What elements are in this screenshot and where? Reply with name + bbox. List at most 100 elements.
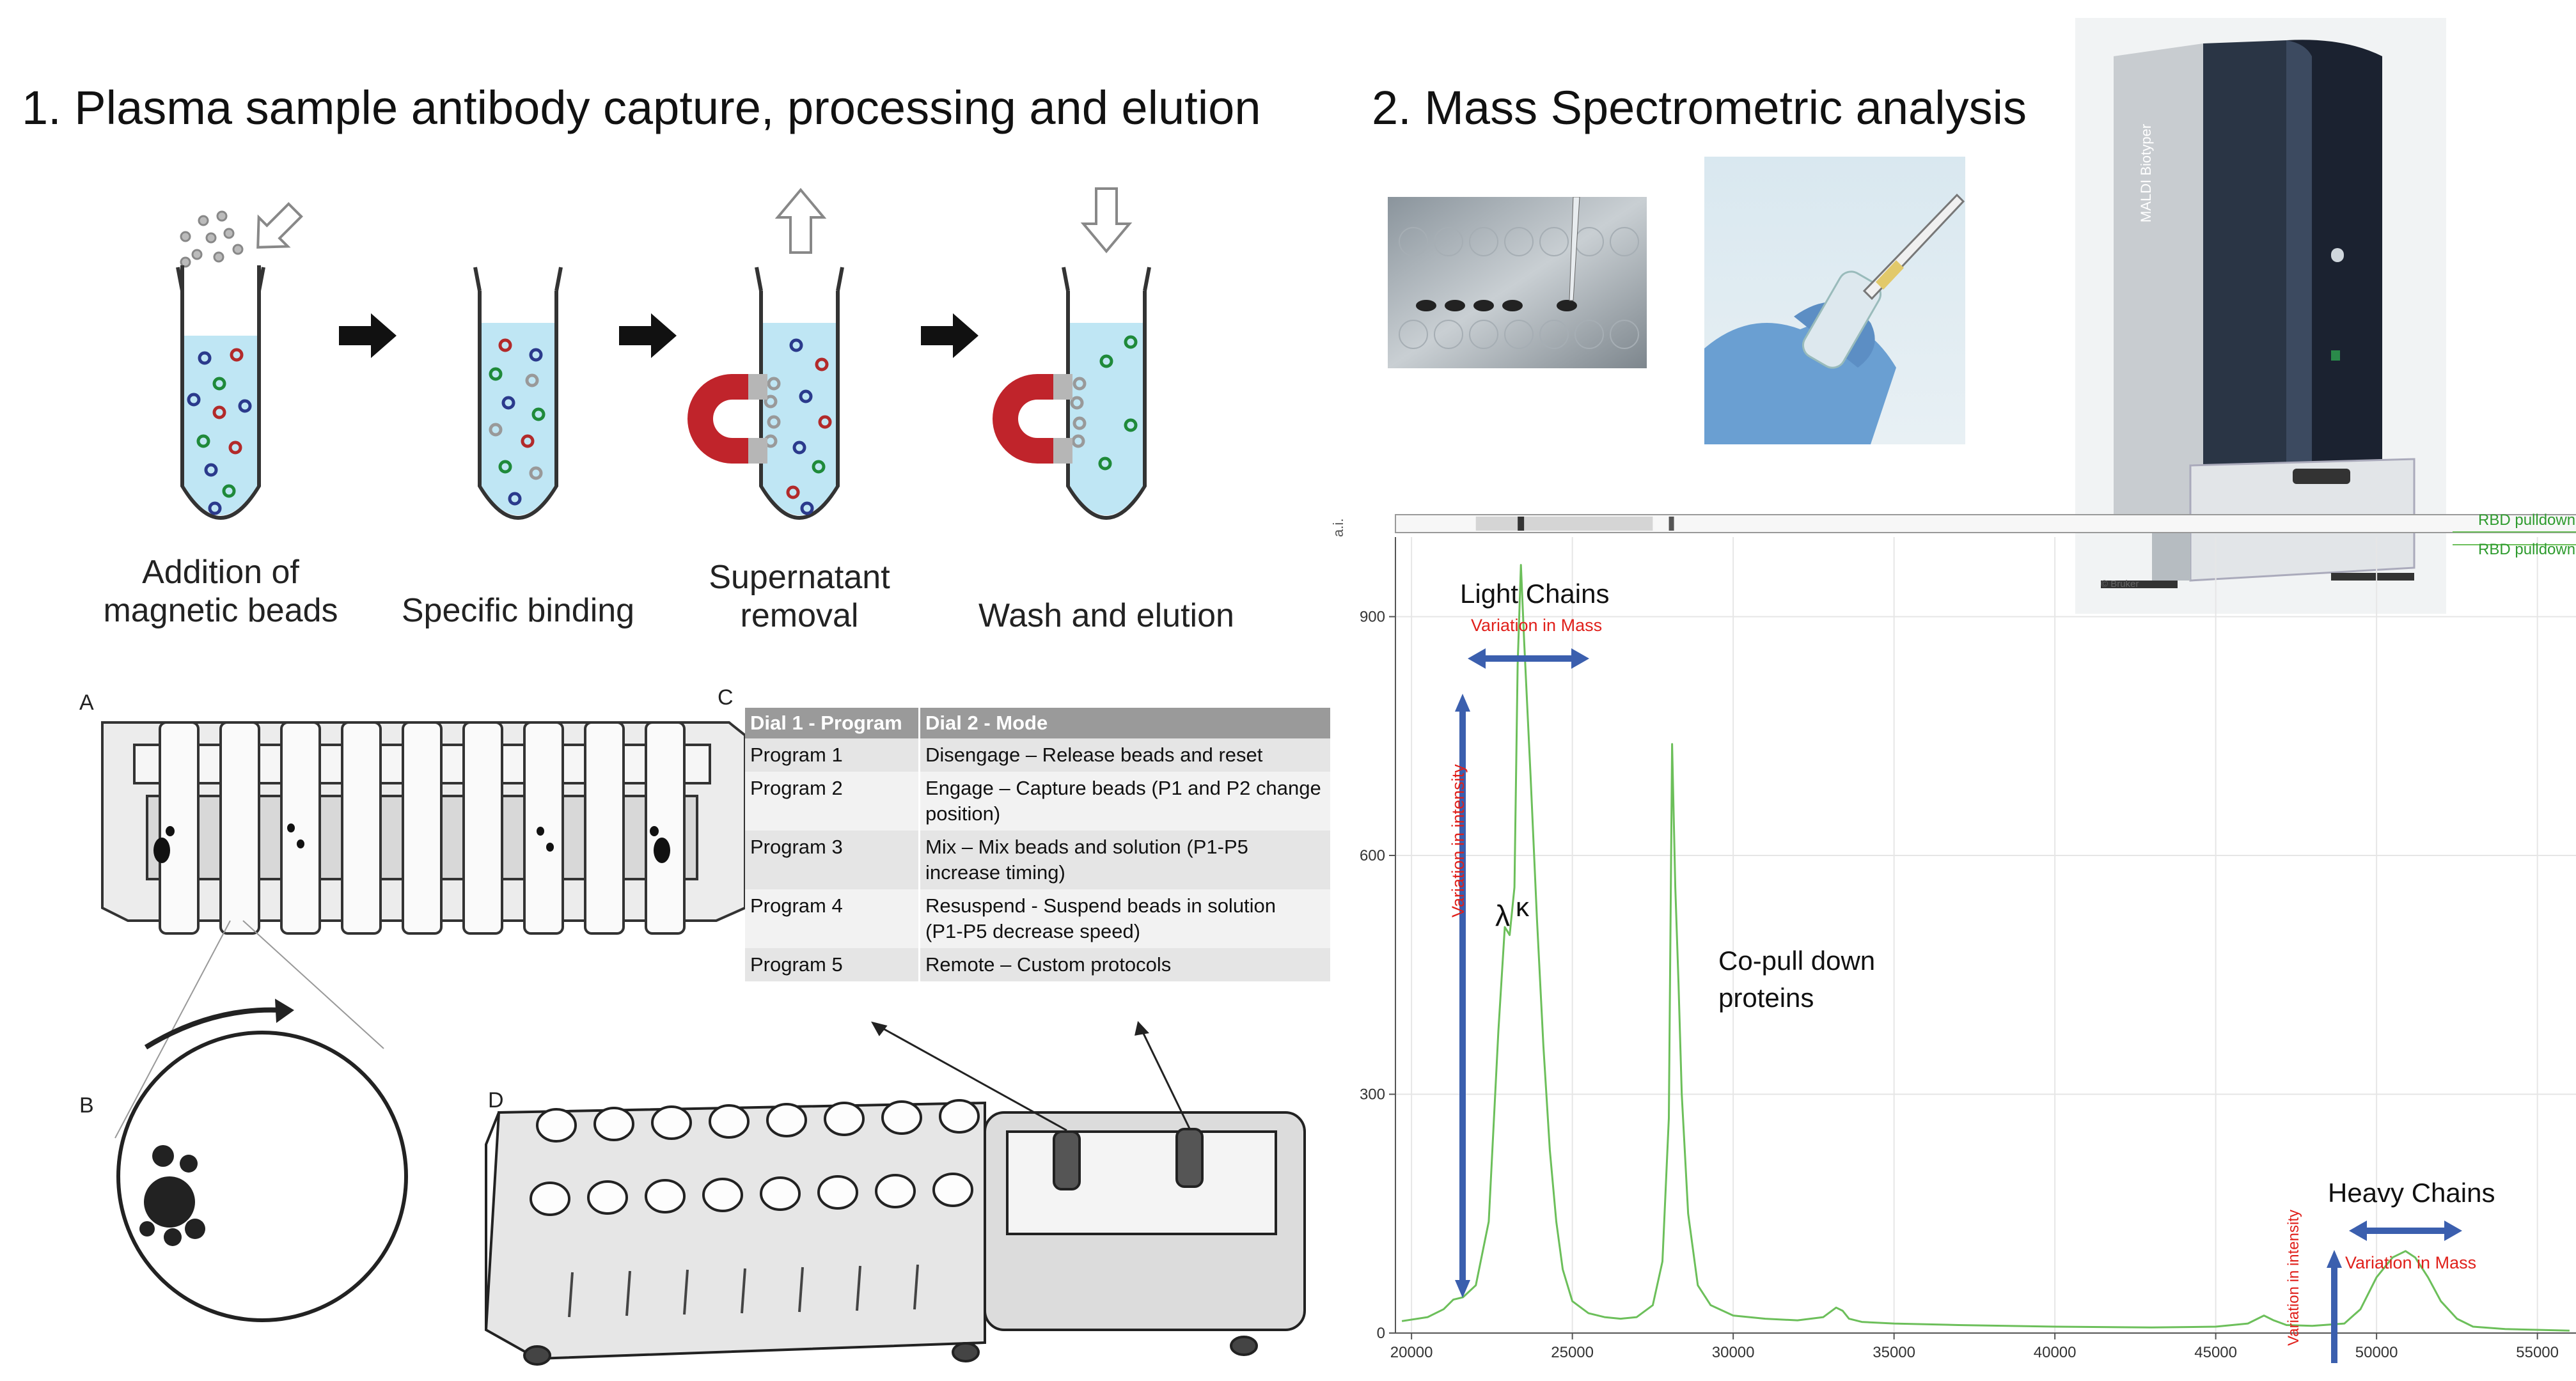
process-arrows — [339, 313, 978, 358]
y-axis-label: a.i. — [1330, 518, 1346, 537]
heavy-intensity-arrow-head — [2327, 1250, 2342, 1268]
panel-letter-d: D — [488, 1088, 504, 1112]
mode-text: Remote – Custom protocols — [925, 953, 1172, 976]
x-tick-label: 40000 — [2034, 1344, 2077, 1361]
table-header: Dial 2 - Mode — [919, 708, 1332, 738]
mode-text: position) — [925, 802, 1001, 825]
overview-bar-mark — [1518, 517, 1525, 531]
mode-cell: Resuspend - Suspend beads in solution (P1… — [919, 889, 1332, 948]
program-mode-table: Dial 1 - Program Dial 2 - Mode Program 1… — [745, 708, 1332, 981]
y-tick-label: 900 — [1360, 609, 1385, 626]
tube-1 — [176, 265, 265, 520]
step-label-line: magnetic beads — [103, 592, 338, 629]
copull-line: Co-pull down — [1718, 946, 1876, 976]
add-arrow-icon — [256, 202, 303, 249]
mode-text: Disengage – Release beads and reset — [925, 744, 1263, 766]
copull-down-label: Co-pull down proteins — [1718, 942, 1875, 1017]
tube-2 — [473, 267, 563, 520]
mode-cell: Remote – Custom protocols — [919, 948, 1332, 981]
y-tick-label: 0 — [1377, 1325, 1385, 1342]
light-intensity-arrow-head — [1455, 694, 1470, 712]
mode-text: (P1-P5 decrease speed) — [925, 920, 1141, 942]
table-row: Program 5 Remote – Custom protocols — [745, 948, 1332, 981]
program-cell: Program 5 — [745, 948, 920, 981]
step-label-line: Addition of — [142, 554, 299, 591]
step-label-addition: Addition of magnetic beads — [77, 553, 365, 630]
legend-entry: RBD pulldown — [2478, 541, 2576, 558]
mode-cell: Mix – Mix beads and solution (P1-P5 incre… — [919, 831, 1332, 889]
mode-text: Resuspend - Suspend beads in solution — [925, 894, 1276, 917]
section1-heading: 1. Plasma sample antibody capture, proce… — [22, 81, 1261, 134]
variation-mass-light-label: Variation in Mass — [1471, 616, 1603, 635]
dial-pointer-lines — [871, 1020, 1191, 1132]
heavy-chains-label: Heavy Chains — [2328, 1178, 2495, 1208]
light-mass-arrow-head — [1468, 648, 1486, 669]
mode-text: Engage – Capture beads (P1 and P2 change — [925, 777, 1321, 799]
step-label-wash: Wash and elution — [934, 597, 1279, 635]
x-tick-label: 55000 — [2516, 1344, 2559, 1361]
tube-3 — [755, 267, 844, 520]
copull-line: proteins — [1718, 983, 1814, 1013]
rack-d-drawing — [484, 1099, 1306, 1366]
kappa-label: κ — [1516, 892, 1529, 922]
rack-a-drawing — [101, 721, 746, 935]
step-label-line: Wash and elution — [978, 597, 1234, 634]
bruker-credit: © Bruker — [2101, 579, 2139, 589]
panel-letter-b: B — [79, 1093, 94, 1118]
tube-4 — [1062, 267, 1151, 520]
panel-letter-a: A — [79, 690, 94, 715]
overview-bar-highlight — [1475, 517, 1653, 531]
program-cell: Program 4 — [745, 889, 920, 948]
wash-arrow-icon — [1080, 187, 1133, 254]
magnet-icon — [993, 374, 1072, 464]
legend-entry: RBD pulldown — [2478, 511, 2576, 529]
step-label-line: Specific binding — [401, 592, 635, 629]
panel-letter-c: C — [718, 685, 734, 710]
program-cell: Program 1 — [745, 738, 920, 772]
heavy-mass-arrow-head — [2349, 1221, 2367, 1241]
x-tick-label: 25000 — [1551, 1344, 1594, 1361]
heavy-mass-arrow-head — [2444, 1221, 2462, 1241]
mode-text: increase timing) — [925, 861, 1065, 884]
step-label-line: Supernatant — [709, 559, 890, 596]
step-label-supernatant: Supernatant removal — [656, 558, 943, 635]
zoom-lines — [114, 920, 384, 1139]
x-tick-label: 20000 — [1390, 1344, 1433, 1361]
pipette-gloved-hand-photo — [1704, 157, 1965, 444]
falling-beads-icon — [180, 210, 244, 268]
y-tick-label: 300 — [1360, 1086, 1385, 1104]
x-tick-label: 45000 — [2194, 1344, 2237, 1361]
y-tick-label: 600 — [1360, 847, 1385, 864]
light-chains-label: Light Chains — [1460, 579, 1610, 609]
table-row: Program 4 Resuspend - Suspend beads in s… — [745, 889, 1332, 948]
program-cell: Program 2 — [745, 772, 920, 831]
x-tick-label: 35000 — [1873, 1344, 1915, 1361]
table-header: Dial 1 - Program — [745, 708, 920, 738]
table-header-row: Dial 1 - Program Dial 2 - Mode — [745, 708, 1332, 738]
table-row: Program 1 Disengage – Release beads and … — [745, 738, 1332, 772]
x-tick-label: 50000 — [2355, 1344, 2398, 1361]
spectrum-trace — [1401, 564, 2570, 1332]
table-row: Program 3 Mix – Mix beads and solution (… — [745, 831, 1332, 889]
variation-intensity-heavy-label: Variation in intensity — [2285, 1210, 2302, 1346]
variation-mass-heavy-label: Variation in Mass — [2345, 1253, 2477, 1272]
section2-heading: 2. Mass Spectrometric analysis — [1372, 81, 2027, 134]
mode-text: Mix – Mix beads and solution (P1-P5 — [925, 836, 1248, 858]
light-mass-arrow-head — [1571, 648, 1589, 669]
overview-bar-mark — [1669, 517, 1674, 531]
light-intensity-arrow-head — [1455, 1280, 1470, 1298]
mode-cell: Disengage – Release beads and reset — [919, 738, 1332, 772]
mass-spectrum-chart: 20000 25000 30000 35000 40000 45000 50000 55000… — [1360, 514, 2576, 1363]
remove-arrow-icon — [774, 187, 827, 254]
x-tick-label: 30000 — [1712, 1344, 1755, 1361]
table-row: Program 2 Engage – Capture beads (P1 and… — [745, 772, 1332, 831]
mode-cell: Engage – Capture beads (P1 and P2 change… — [919, 772, 1332, 831]
tube-cross-section — [116, 999, 408, 1322]
step-label-binding: Specific binding — [374, 591, 662, 630]
instrument-panel-text: MALDI Biotyper — [2138, 124, 2154, 222]
variation-intensity-light-label: Variation in intensity — [1449, 764, 1468, 917]
step-label-line: removal — [740, 597, 859, 634]
